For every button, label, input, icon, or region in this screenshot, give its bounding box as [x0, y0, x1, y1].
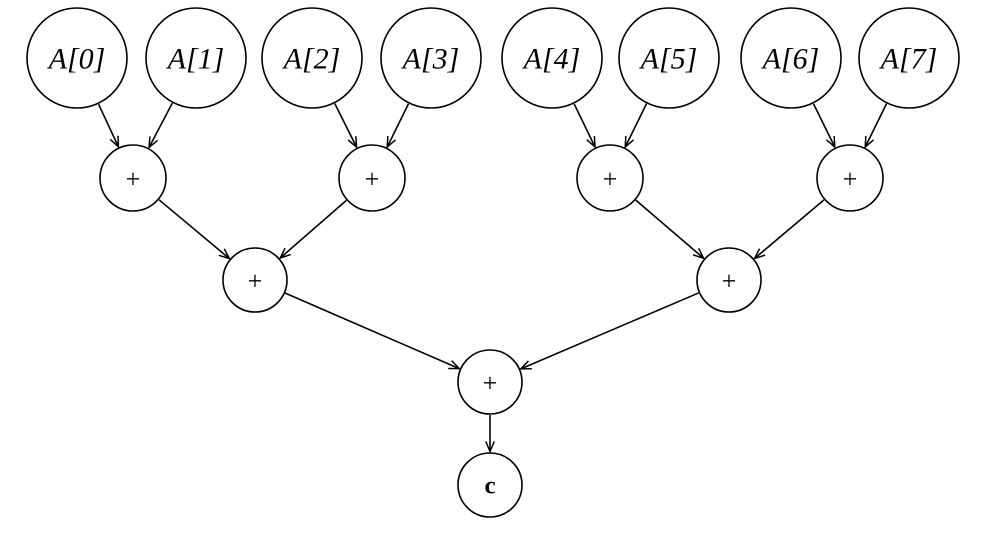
arrowhead-icon [692, 248, 706, 260]
node-p5[interactable]: + [222, 247, 288, 313]
node-a7[interactable]: A[7] [858, 7, 960, 109]
node-a6[interactable]: A[6] [740, 7, 842, 109]
node-label-a6: A[6] [761, 43, 820, 76]
edge-a7-to-p4 [864, 103, 888, 149]
node-circle-a5 [618, 7, 720, 109]
arrowhead-icon [386, 136, 397, 149]
node-label-a1: A[1] [166, 43, 225, 76]
arrowhead-icon [586, 135, 596, 149]
edges-layer [97, 102, 888, 454]
edge-a3-to-p2 [386, 103, 410, 149]
arrowhead-icon [753, 248, 766, 260]
arrowhead-icon [448, 360, 462, 370]
arrowhead-icon [148, 136, 159, 150]
edge-p7-to-c [485, 415, 495, 454]
node-p7[interactable]: + [457, 349, 523, 415]
node-p3[interactable]: + [576, 144, 644, 212]
node-label-a4: A[4] [522, 43, 581, 76]
edge-a5-to-p3 [624, 103, 648, 149]
arrowhead-icon [864, 136, 875, 149]
nodes-layer: A[0] A[1] A[2] A[3] A[4] A[5] A[6] A[7] + + + + + + + c [26, 7, 960, 518]
edge-p1-to-p5 [158, 199, 231, 260]
arrowhead-icon [218, 248, 231, 260]
node-label-p5: + [248, 267, 263, 296]
arrowhead-icon [519, 360, 532, 370]
node-a0[interactable]: A[0] [26, 7, 128, 109]
node-circle-p7 [457, 349, 523, 415]
arrowhead-icon [109, 135, 120, 149]
node-circle-p2 [338, 144, 406, 212]
node-label-a0: A[0] [47, 43, 106, 76]
edge-a4-to-p3 [573, 103, 596, 149]
node-circle-a2 [261, 7, 363, 109]
node-label-a3: A[3] [401, 43, 460, 76]
arrowhead-icon [347, 136, 358, 149]
edge-p6-to-p7 [519, 292, 699, 370]
node-circle-a6 [740, 7, 842, 109]
node-label-p2: + [365, 165, 380, 194]
edge-p5-to-p7 [284, 292, 462, 370]
node-p1[interactable]: + [99, 144, 167, 212]
node-a4[interactable]: A[4] [501, 7, 603, 109]
node-circle-p1 [99, 144, 167, 212]
edge-p4-to-p6 [753, 199, 825, 260]
node-circle-a0 [26, 7, 128, 109]
node-circle-p5 [222, 247, 288, 313]
node-circle-p3 [576, 144, 644, 212]
arrowhead-icon [278, 247, 291, 260]
node-p2[interactable]: + [338, 144, 406, 212]
node-label-a7: A[7] [879, 43, 938, 76]
node-circle-p6 [696, 247, 762, 313]
edge-p3-to-p6 [635, 199, 706, 260]
node-circle-p4 [816, 144, 884, 212]
arrowhead-icon [485, 441, 495, 454]
node-circle-a7 [858, 7, 960, 109]
node-label-c: c [484, 473, 495, 500]
node-label-a5: A[5] [639, 43, 698, 76]
node-label-p4: + [843, 165, 858, 194]
node-label-p7: + [483, 369, 498, 398]
edge-a2-to-p2 [334, 103, 358, 149]
node-label-p6: + [722, 267, 737, 296]
arrowhead-icon [624, 136, 635, 149]
arrowhead-icon [825, 136, 836, 149]
node-circle-a1 [145, 7, 247, 109]
edge-a0-to-p1 [97, 103, 120, 149]
edge-p2-to-p5 [278, 199, 347, 260]
node-a1[interactable]: A[1] [145, 7, 247, 109]
node-a5[interactable]: A[5] [618, 7, 720, 109]
node-circle-c [457, 452, 523, 518]
node-label-p3: + [603, 165, 618, 194]
node-label-p1: + [126, 165, 141, 194]
node-circle-a4 [501, 7, 603, 109]
edge-a6-to-p4 [812, 103, 836, 149]
node-label-a2: A[2] [282, 43, 341, 76]
edge-a1-to-p1 [148, 102, 173, 150]
node-p6[interactable]: + [696, 247, 762, 313]
node-a2[interactable]: A[2] [261, 7, 363, 109]
node-circle-a3 [380, 7, 482, 109]
node-a3[interactable]: A[3] [380, 7, 482, 109]
node-p4[interactable]: + [816, 144, 884, 212]
node-c[interactable]: c [457, 452, 523, 518]
